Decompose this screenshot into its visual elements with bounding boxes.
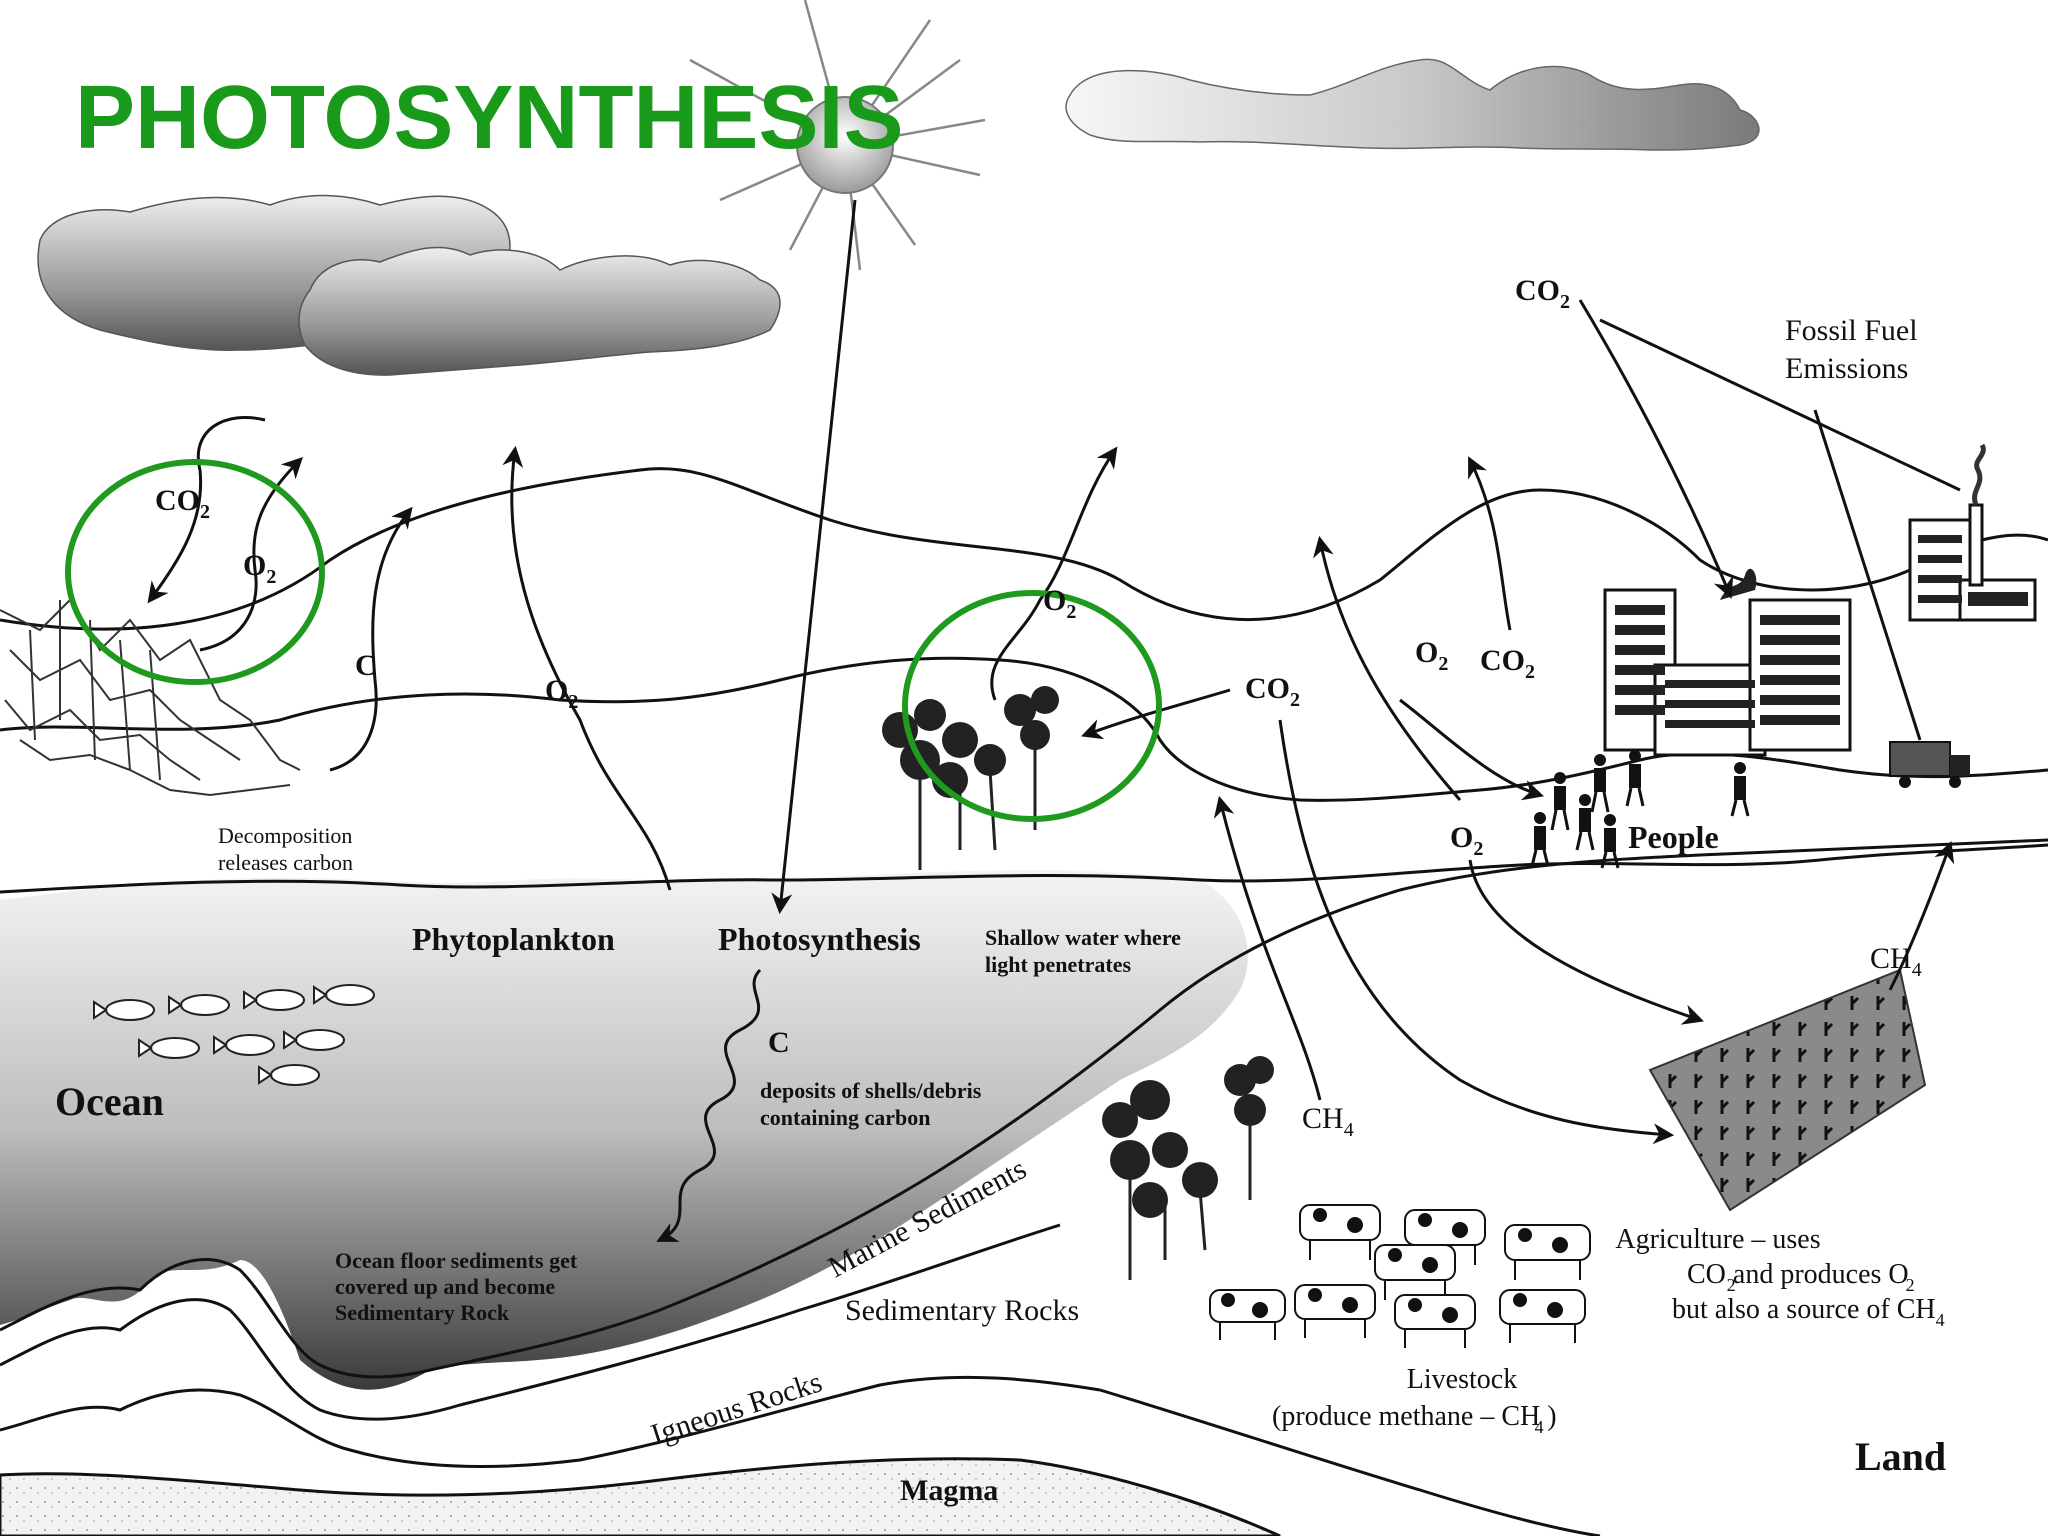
arrow-o2-trees bbox=[990, 446, 1118, 701]
label-people: People bbox=[1628, 819, 1719, 855]
shore-line bbox=[0, 843, 2048, 894]
agriculture-field bbox=[1648, 968, 1927, 1212]
arrow-o2-up-left bbox=[199, 457, 303, 652]
label-livestock-1: Livestock bbox=[1407, 1364, 1517, 1395]
sunlight-arrow bbox=[771, 199, 857, 915]
arrow-c-up bbox=[329, 506, 413, 772]
label-co2-left: CO2 bbox=[155, 484, 210, 523]
label-o2-trees: O2 bbox=[1043, 584, 1076, 623]
cloud-left-front bbox=[298, 246, 781, 376]
label-ocean: Ocean bbox=[55, 1079, 164, 1124]
label-ch4-right: CH4 bbox=[1870, 942, 1922, 981]
label-o2-lower: O2 bbox=[1450, 821, 1483, 860]
arrow-o2-up-right bbox=[1313, 535, 1462, 801]
city-buildings bbox=[1603, 568, 1852, 757]
label-fossil-fuel-2: Emissions bbox=[1785, 352, 1908, 385]
label-fossil-fuel-1: Fossil Fuel bbox=[1785, 314, 1918, 347]
arrow-co2-down-left bbox=[147, 415, 266, 604]
label-magma: Magma bbox=[900, 1474, 998, 1507]
people-figures bbox=[1530, 750, 1750, 869]
label-deposits-2: containing carbon bbox=[760, 1105, 931, 1130]
arrow-o2-phytoplankton bbox=[502, 445, 672, 891]
line-fossil-to-factory bbox=[1599, 318, 1961, 492]
flow-arrows bbox=[147, 199, 1961, 1242]
highlight-circle-left bbox=[65, 459, 325, 685]
highlight-circle-middle bbox=[902, 590, 1162, 822]
land-rock-line bbox=[1099, 1388, 1601, 1536]
label-decomposition-2: releases carbon bbox=[218, 850, 353, 875]
atmosphere-upper-line bbox=[0, 467, 2048, 631]
magma-area bbox=[0, 1457, 1281, 1536]
arrow-ch4-livestock bbox=[1213, 795, 1322, 1101]
label-land: Land bbox=[1855, 1434, 1946, 1479]
arrow-o2-people bbox=[1399, 698, 1545, 801]
label-o2-left: O2 bbox=[243, 549, 276, 588]
label-shallow-2: light penetrates bbox=[985, 952, 1131, 977]
sun bbox=[689, 0, 986, 271]
label-ocean-floor-3: Sedimentary Rock bbox=[335, 1300, 510, 1325]
label-shallow-1: Shallow water where bbox=[985, 925, 1181, 950]
truck bbox=[1889, 741, 1970, 788]
decomposition-debris bbox=[0, 598, 301, 797]
marine-sediments-line bbox=[0, 838, 2048, 1379]
igneous-rocks-line bbox=[0, 1375, 1101, 1469]
label-deposits-1: deposits of shells/debris bbox=[760, 1078, 982, 1103]
label-phytoplankton: Phytoplankton bbox=[412, 921, 615, 957]
arrow-o2-to-field bbox=[1468, 859, 1704, 1025]
label-o2-mid: O2 bbox=[545, 674, 578, 713]
label-agriculture-1: Agriculture – uses bbox=[1615, 1224, 1820, 1255]
label-co2-trees: CO2 bbox=[1245, 672, 1300, 711]
label-o2-people: O2 bbox=[1415, 636, 1448, 675]
livestock-cows bbox=[1209, 1204, 1591, 1348]
cloud-top-right bbox=[1065, 58, 1760, 151]
label-co2-people: CO2 bbox=[1480, 644, 1535, 683]
factory bbox=[1908, 443, 2037, 622]
label-igneous-rocks: Igneous Rocks bbox=[647, 1365, 826, 1451]
fish-school bbox=[93, 984, 375, 1086]
trees-lower bbox=[1102, 1056, 1274, 1280]
arrow-co2-city bbox=[1578, 299, 1734, 599]
label-c-left: C bbox=[355, 649, 377, 682]
label-ch4-mid: CH4 bbox=[1302, 1102, 1354, 1141]
ocean-water bbox=[0, 870, 1248, 1390]
page-title: PHOTOSYNTHESIS bbox=[75, 68, 904, 168]
label-agriculture-3: but also a source of CH4 bbox=[1672, 1294, 1945, 1330]
trees-middle bbox=[882, 686, 1059, 870]
label-livestock-2: (produce methane – CH )4 bbox=[1272, 1401, 1557, 1437]
line-fossil-to-truck bbox=[1813, 409, 1922, 741]
arrow-sediment-down bbox=[656, 968, 762, 1242]
label-ocean-floor-1: Ocean floor sediments get bbox=[335, 1248, 578, 1273]
label-ocean-floor-2: covered up and become bbox=[335, 1274, 555, 1299]
arrow-co2-to-field bbox=[1278, 719, 1675, 1145]
label-photosynthesis: Photosynthesis bbox=[718, 921, 921, 957]
arrow-co2-up-right bbox=[1468, 456, 1512, 631]
label-co2-top: CO2 bbox=[1515, 274, 1570, 313]
label-c-deposit: C bbox=[768, 1026, 790, 1059]
label-decomposition-1: Decomposition bbox=[218, 823, 352, 848]
label-sedimentary-rocks: Sedimentary Rocks bbox=[845, 1294, 1079, 1327]
sedimentary-rocks-line bbox=[0, 1223, 1061, 1421]
arrow-ch4-up bbox=[1888, 841, 1955, 991]
